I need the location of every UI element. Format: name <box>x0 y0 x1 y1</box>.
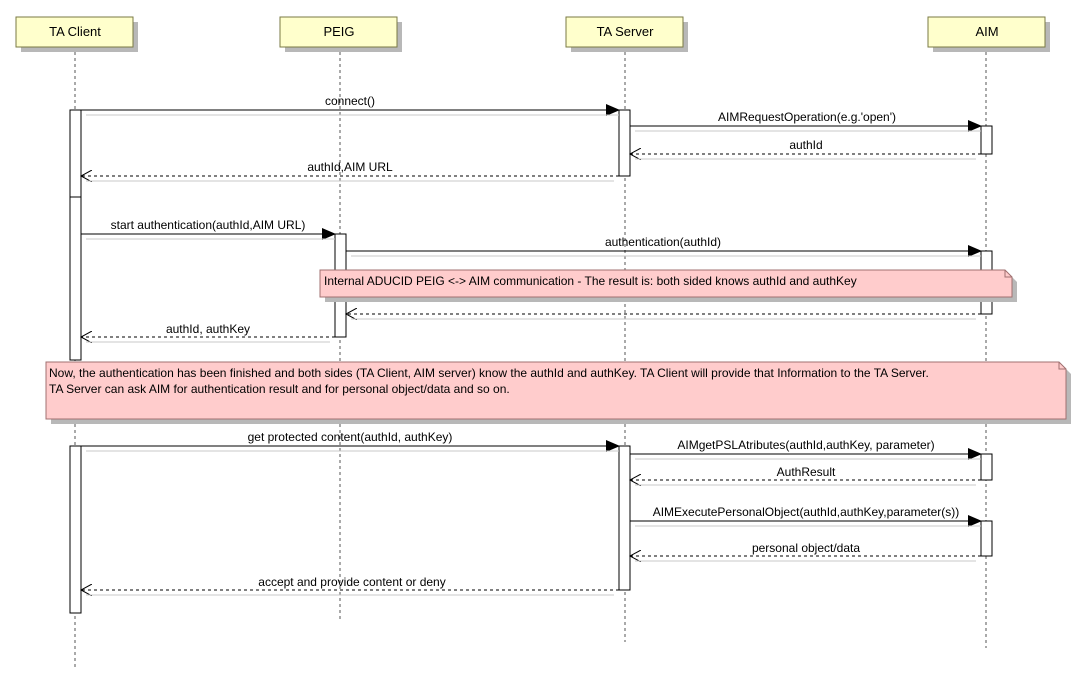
message-aim-execute-personal-object-label: AIMExecutePersonalObject(authId,authKey,… <box>653 505 960 519</box>
message-auth-result-return-label: AuthResult <box>777 465 836 479</box>
activation-aim-3 <box>980 453 993 481</box>
note-internal-communication-text: Internal ADUCID PEIG <-> AIM communicati… <box>324 274 857 288</box>
message-authid-aim-url-return-label: authId,AIM URL <box>307 160 393 174</box>
message-personal-object-return-label: personal object/data <box>752 541 860 555</box>
actor-ta-client: TA Client <box>15 16 138 52</box>
messages: connect() AIMRequestOperation(e.g.'open'… <box>81 94 982 595</box>
actor-aim-label: AIM <box>975 24 998 39</box>
note-authentication-finished-line-1: Now, the authentication has been finishe… <box>49 366 929 380</box>
activation-aim-4 <box>980 520 993 557</box>
actor-peig-label: PEIG <box>323 24 354 39</box>
message-authid-aim-url-return: authId,AIM URL <box>81 160 619 181</box>
message-authid-authkey-return: authId, authKey <box>81 322 335 342</box>
actor-aim: AIM <box>927 16 1050 52</box>
message-accept-provide-content-return: accept and provide content or deny <box>81 575 619 595</box>
message-authentication-label: authentication(authId) <box>605 235 721 249</box>
message-start-authentication-label: start authentication(authId,AIM URL) <box>111 218 306 232</box>
lifelines <box>74 52 987 668</box>
message-aim-request-operation-label: AIMRequestOperation(e.g.'open') <box>718 110 896 124</box>
message-accept-provide-content-return-label: accept and provide content or deny <box>258 575 445 589</box>
message-connect-label: connect() <box>325 94 375 108</box>
actor-ta-client-label: TA Client <box>49 24 101 39</box>
message-aim-execute-personal-object: AIMExecutePersonalObject(authId,authKey,… <box>630 505 982 527</box>
message-connect: connect() <box>81 94 620 116</box>
activation-ta-server-1 <box>618 109 631 177</box>
message-authid-return-label: authId <box>789 138 822 152</box>
actor-ta-server-label: TA Server <box>597 24 655 39</box>
activation-ta-client-2 <box>69 196 82 361</box>
message-authentication: authentication(authId) <box>346 235 982 257</box>
activation-ta-client-3 <box>69 445 82 614</box>
message-authid-authkey-return-label: authId, authKey <box>166 322 250 336</box>
message-start-authentication: start authentication(authId,AIM URL) <box>81 218 336 240</box>
message-aim-request-operation: AIMRequestOperation(e.g.'open') <box>630 110 982 132</box>
message-aim-peig-return <box>346 314 981 319</box>
note-authentication-finished-line-2: TA Server can ask AIM for authentication… <box>49 382 510 396</box>
message-aim-get-psl-atributes-label: AIMgetPSLAtributes(authId,authKey, param… <box>677 438 934 452</box>
activation-aim-1 <box>980 125 993 155</box>
actor-peig: PEIG <box>279 16 402 52</box>
message-get-protected-content: get protected content(authId, authKey) <box>81 430 620 452</box>
message-authid-return: authId <box>630 138 981 159</box>
message-personal-object-return: personal object/data <box>630 541 981 561</box>
activation-ta-client-1 <box>69 109 82 198</box>
message-aim-get-psl-atributes: AIMgetPSLAtributes(authId,authKey, param… <box>630 438 982 460</box>
actor-ta-server: TA Server <box>565 16 688 52</box>
note-authentication-finished: Now, the authentication has been finishe… <box>45 361 1071 424</box>
note-internal-communication: Internal ADUCID PEIG <-> AIM communicati… <box>319 269 1017 302</box>
message-auth-result-return: AuthResult <box>630 465 981 485</box>
activation-ta-server-2 <box>618 445 631 591</box>
message-get-protected-content-label: get protected content(authId, authKey) <box>248 430 453 444</box>
